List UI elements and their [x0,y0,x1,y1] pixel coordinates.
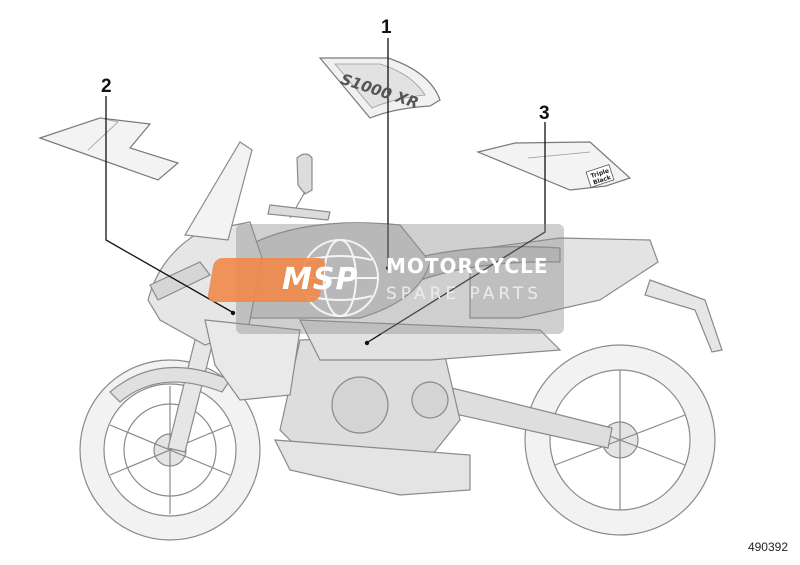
belly-pan [273,439,471,496]
headlight [149,261,211,301]
watermark-line1: MOTORCYCLE [386,254,549,278]
motorcycle-illustration [79,141,723,541]
front-wheel [79,359,261,541]
mirror [296,153,313,195]
leader-2 [105,96,233,313]
leader-dots [230,265,391,346]
leader-lines [105,38,546,343]
watermark [208,224,564,334]
callout-3: 3 [539,103,550,124]
callout-1: 1 [381,17,392,38]
drawing-number: 490392 [747,540,788,554]
frame [299,319,562,361]
part-3-tail-decal [476,141,632,191]
rear-wheel [524,344,716,536]
part-2-fairing-decal [38,117,180,181]
part-1-tank-decal [318,57,441,119]
callout-2: 2 [101,76,112,97]
windscreen [184,141,253,241]
license-bracket [644,279,723,353]
leader-3 [367,122,546,343]
handlebar [267,204,331,221]
seat [399,246,561,285]
front-mudguard [109,366,231,403]
watermark-logo: MSP [282,262,359,297]
watermark-line2: SPARE PARTS [386,284,543,304]
side-fairing [204,319,301,401]
